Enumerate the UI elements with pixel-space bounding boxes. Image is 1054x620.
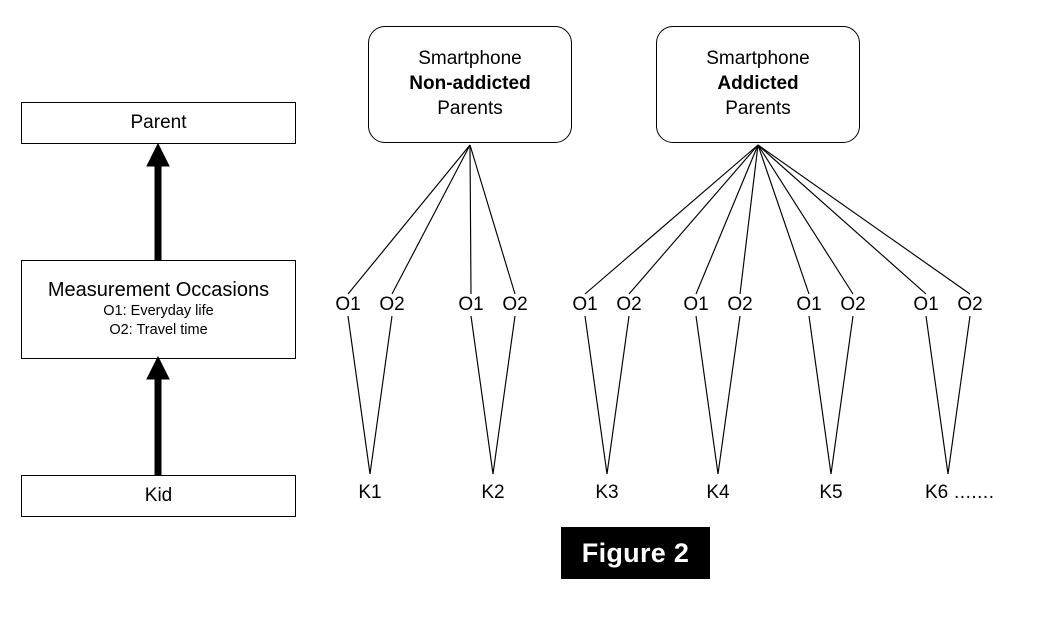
- kid-label-k5: K5: [819, 482, 843, 503]
- fan-line-addicted-o2-4: [739, 144, 759, 295]
- occasion-label-o1-4: O1: [683, 294, 709, 315]
- group-addicted-line3: Parents: [725, 97, 791, 119]
- occasion-label-o1-5: O1: [796, 294, 822, 315]
- fan-line-addicted-o1-5: [757, 144, 810, 295]
- fan-line-addicted-o2-5: [757, 144, 854, 295]
- fan-line-nonaddicted-o2-1: [391, 144, 471, 295]
- occasion-label-o2-1: O2: [379, 294, 405, 315]
- group-box-nonaddicted-parents: Smartphone Non-addicted Parents: [368, 26, 572, 143]
- fan-line-addicted-o1-3: [584, 144, 759, 295]
- kid-label-k6: K6 .......: [925, 482, 995, 503]
- fan-line-nonaddicted-o1-1: [347, 144, 471, 295]
- vee-line-o2-to-K2: [492, 315, 516, 475]
- measurement-occasions-title: Measurement Occasions: [47, 278, 270, 301]
- fan-line-addicted-o2-6: [757, 144, 971, 295]
- occasion-label-o2-5: O2: [840, 294, 866, 315]
- fan-line-addicted-o1-4: [695, 144, 759, 295]
- vee-line-o1-to-K3: [584, 315, 608, 475]
- measurement-occasion-o2: O2: Travel time: [109, 322, 208, 338]
- vee-line-o2-to-K4: [717, 315, 741, 475]
- vee-line-o2-to-K3: [606, 315, 630, 475]
- vee-line-o1-to-K2: [470, 315, 494, 475]
- fan-line-addicted-o1-6: [757, 144, 927, 295]
- group-box-addicted-parents: Smartphone Addicted Parents: [656, 26, 860, 143]
- kid-label-k1: K1: [358, 482, 382, 503]
- figure-caption: Figure 2: [561, 527, 710, 579]
- occasion-label-o2-3: O2: [616, 294, 642, 315]
- vee-line-o2-to-K6: [947, 315, 971, 475]
- measurement-occasion-o1: O1: Everyday life: [103, 302, 214, 319]
- group-nonaddicted-line3: Parents: [437, 97, 503, 119]
- fan-line-nonaddicted-o2-2: [469, 144, 516, 295]
- vee-line-o2-to-K1: [369, 315, 393, 475]
- group-nonaddicted-line1: Smartphone: [418, 48, 522, 70]
- kid-label-k2: K2: [481, 482, 505, 503]
- occasion-label-o2-6: O2: [957, 294, 983, 315]
- kid-box-label: Kid: [144, 485, 173, 507]
- vee-line-o2-to-K5: [830, 315, 854, 475]
- group-to-occasion-lines: [347, 144, 971, 295]
- parent-box: Parent: [21, 102, 296, 144]
- occasion-label-o1-6: O1: [913, 294, 939, 315]
- vee-line-o1-to-K6: [925, 315, 949, 475]
- vee-line-o1-to-K5: [808, 315, 832, 475]
- kid-label-k4: K4: [706, 482, 730, 503]
- kid-ellipsis: .......: [948, 482, 995, 503]
- occasion-label-o1-1: O1: [335, 294, 361, 315]
- vee-line-o1-to-K4: [695, 315, 719, 475]
- fan-line-addicted-o2-3: [628, 144, 759, 295]
- kid-box: Kid: [21, 475, 296, 517]
- measurement-occasions-box: Measurement Occasions O1: Everyday life …: [21, 260, 296, 359]
- occasion-to-kid-lines: [347, 315, 971, 475]
- kid-label-k3: K3: [595, 482, 619, 503]
- occasion-label-o2-2: O2: [502, 294, 528, 315]
- vee-line-o1-to-K1: [347, 315, 371, 475]
- occasion-label-o1-3: O1: [572, 294, 598, 315]
- group-addicted-line1: Smartphone: [706, 48, 810, 70]
- fan-line-nonaddicted-o1-2: [469, 144, 472, 295]
- group-nonaddicted-line2: Non-addicted: [409, 73, 531, 95]
- figure-caption-text: Figure 2: [581, 537, 690, 568]
- occasion-label-o2-4: O2: [727, 294, 753, 315]
- occasion-label-o1-2: O1: [458, 294, 484, 315]
- group-addicted-line2: Addicted: [717, 73, 799, 95]
- parent-box-label: Parent: [130, 112, 187, 134]
